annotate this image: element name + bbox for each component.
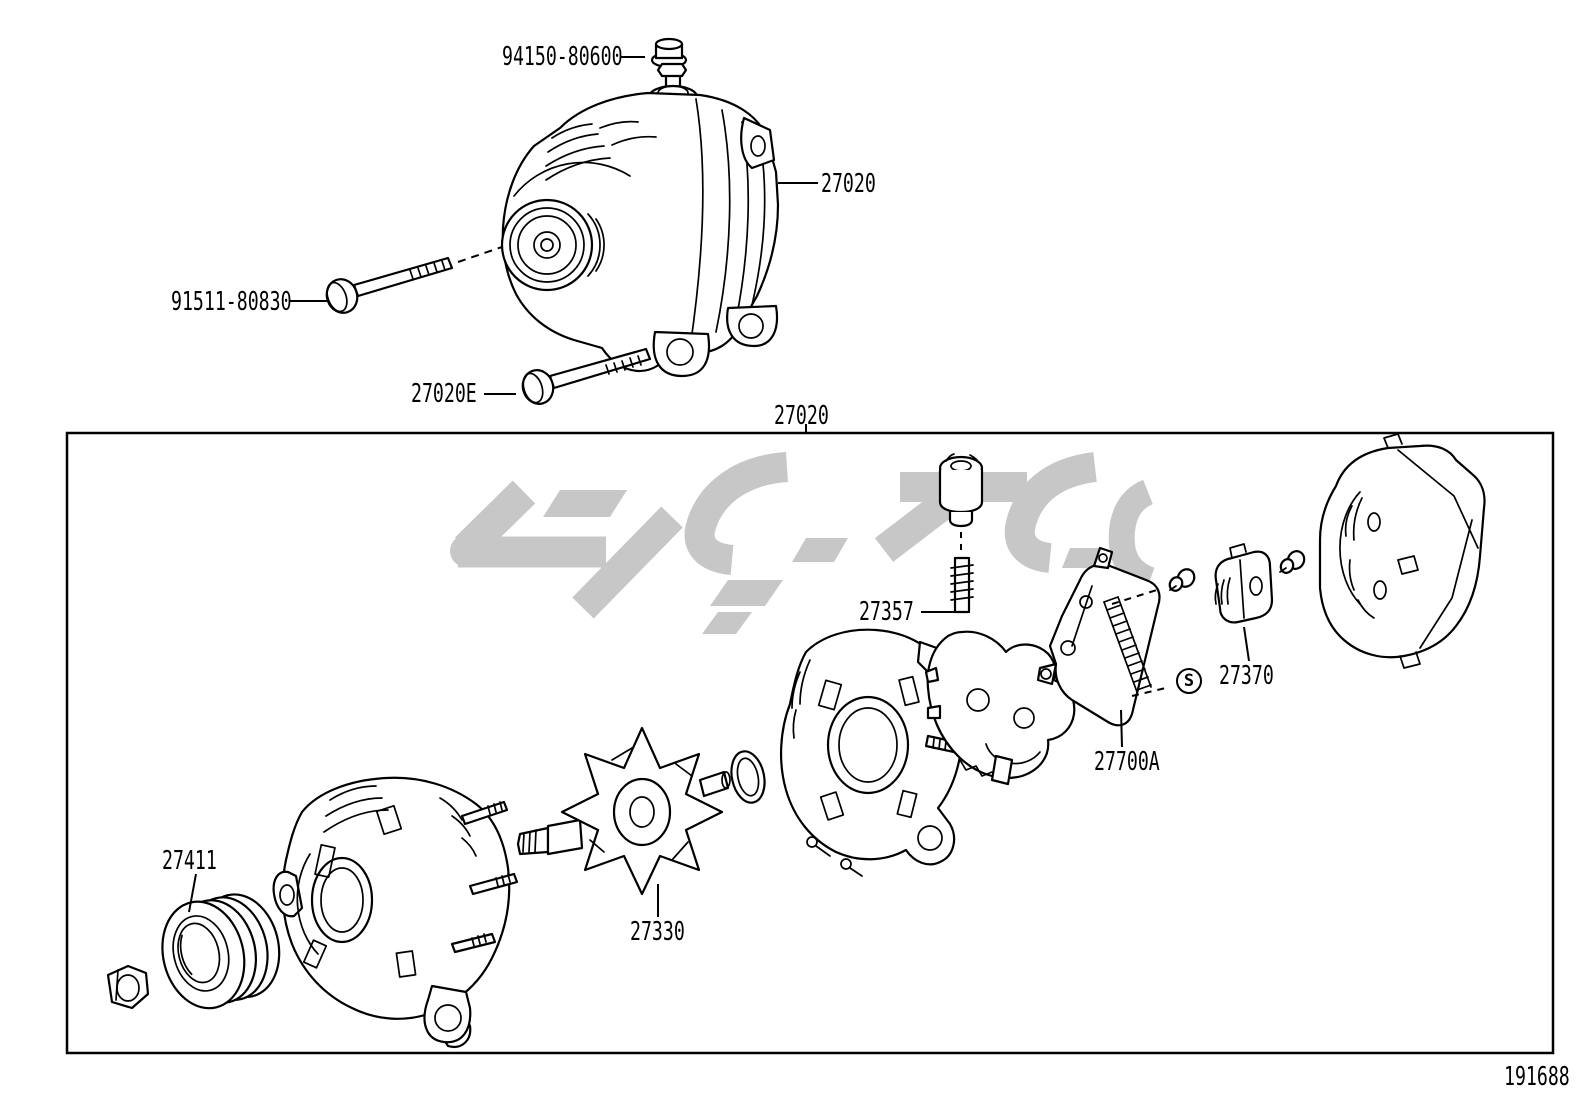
part-label-terminal-nut: 94150-80600	[502, 42, 623, 72]
rectifier-screw-drawing	[1111, 568, 1196, 605]
terminal-insulator-drawing	[938, 453, 984, 614]
part-label-brush-stud: 27357	[859, 597, 914, 627]
rotor-drawing	[516, 726, 731, 896]
part-label-rectifier: 27700A	[1094, 747, 1160, 777]
o-ring-drawing	[730, 750, 766, 804]
exploded-view-frame	[65, 431, 1555, 1055]
cover-screw-drawing	[1279, 550, 1306, 574]
part-label-bolt-long: 91511-80830	[171, 287, 292, 317]
mount-hole	[666, 338, 694, 366]
alternator-assembly-drawing	[500, 37, 780, 378]
part-label-exploded-box: 27020	[774, 401, 829, 431]
through-bolt-long-drawing	[325, 246, 503, 314]
pulley-drawing	[161, 893, 281, 1010]
pulley-nut-drawing	[106, 964, 150, 1010]
part-label-alternator: 27020	[821, 169, 876, 199]
front-bracket-drawing	[272, 776, 519, 1048]
circled-s-symbol: S	[1176, 668, 1202, 694]
part-label-bolt-short: 27020E	[411, 379, 477, 409]
rear-cover-drawing	[1318, 433, 1486, 669]
rectifier-drawing	[1036, 546, 1161, 727]
end-cap-drawing	[1214, 543, 1274, 624]
assembled-pulley	[500, 198, 605, 292]
part-label-pulley: 27411	[162, 846, 217, 876]
part-label-rotor: 27330	[630, 917, 685, 947]
part-label-end-cap: 27370	[1219, 661, 1274, 691]
through-bolt-short-drawing	[521, 347, 652, 405]
leader-lines	[188, 56, 1250, 917]
s-symbol-letter: S	[1183, 670, 1195, 691]
brush-holder-drawing	[924, 630, 1076, 786]
drawing-number: 191688	[1504, 1062, 1570, 1092]
watermark-logo-icon	[450, 452, 1155, 634]
